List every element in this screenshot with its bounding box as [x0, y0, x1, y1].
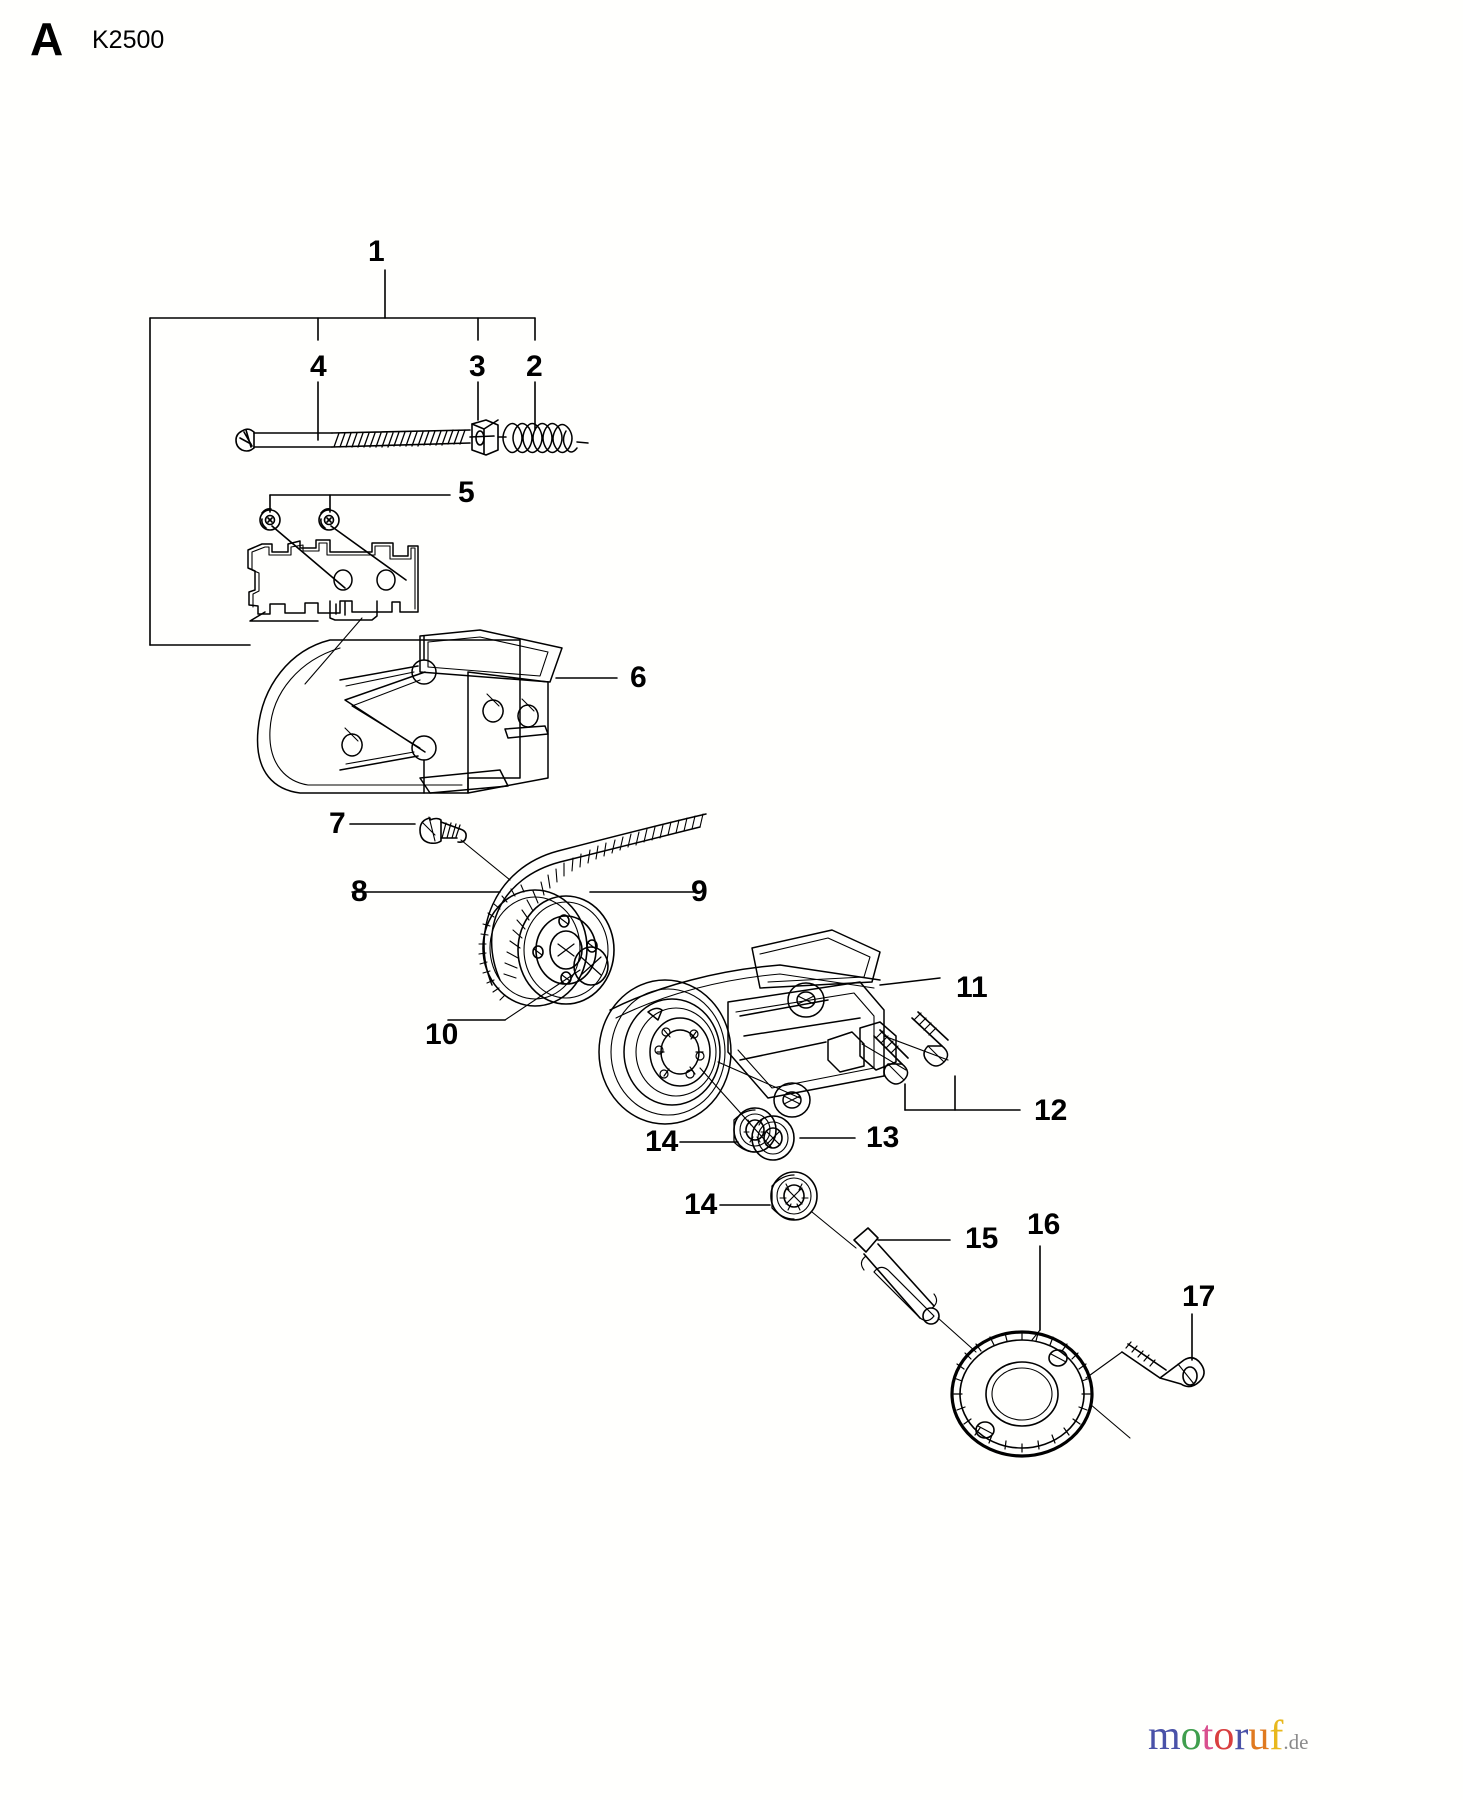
callout-11: 11 — [956, 971, 988, 1004]
callout-17: 17 — [1182, 1280, 1216, 1313]
callout-16: 16 — [1027, 1208, 1061, 1241]
group-5-leader-lines — [269, 494, 451, 513]
callout-12: 12 — [1034, 1094, 1068, 1127]
wm-letter-t: t — [1201, 1713, 1214, 1759]
part-17-socket-head-screw — [1121, 1313, 1205, 1388]
callout-6: 6 — [630, 661, 647, 694]
part-7-flange-screw — [349, 816, 511, 881]
callout-15: 15 — [965, 1222, 999, 1255]
wm-letter-u: u — [1248, 1713, 1270, 1759]
section-letter: A — [30, 13, 64, 65]
model-code: K2500 — [92, 26, 165, 54]
callout-14-lower: 14 — [684, 1188, 718, 1221]
callout-2: 2 — [526, 350, 543, 383]
callout-13: 13 — [866, 1121, 900, 1154]
callout-8: 8 — [351, 875, 368, 908]
part-11-cutting-arm-housing — [598, 929, 949, 1149]
callout-14-upper: 14 — [645, 1125, 679, 1158]
wm-letter-r: r — [1234, 1713, 1249, 1759]
wm-letter-o2: o — [1213, 1713, 1235, 1759]
callout-3: 3 — [469, 350, 486, 383]
motoruf-watermark: motoruf.de — [1148, 1715, 1308, 1757]
part-4-threaded-screw-rod — [235, 428, 495, 452]
part-1-mount-plate — [247, 539, 419, 622]
part-8-toothed-belt — [351, 813, 707, 986]
group-1-bracket-lines — [149, 269, 536, 646]
part-6-belt-guard-bracket — [256, 617, 618, 794]
wm-letter-o1: o — [1180, 1713, 1202, 1759]
callout-5: 5 — [458, 476, 475, 509]
callout-7: 7 — [329, 807, 346, 840]
wm-letter-f: f — [1269, 1713, 1284, 1759]
part-3-hex-nut — [471, 419, 499, 456]
part-12-hex-head-bolts — [873, 1011, 1021, 1111]
part-2-tension-spring — [497, 422, 589, 454]
wm-letter-m: m — [1148, 1713, 1181, 1759]
part-15-spindle-shaft — [811, 1211, 977, 1353]
callout-9: 9 — [691, 875, 708, 908]
callout-1: 1 — [368, 235, 385, 268]
wm-suffix: .de — [1283, 1730, 1309, 1754]
part-16-blade-flange-disc — [950, 1245, 1131, 1458]
callout-10: 10 — [425, 1018, 459, 1051]
part-10-pulley-hub-boss — [447, 946, 609, 1021]
part-5-washer-screws — [259, 508, 407, 589]
part-13-ball-bearing — [733, 1107, 856, 1161]
callout-4: 4 — [310, 350, 327, 383]
part-9-drive-pulley — [478, 884, 697, 1007]
